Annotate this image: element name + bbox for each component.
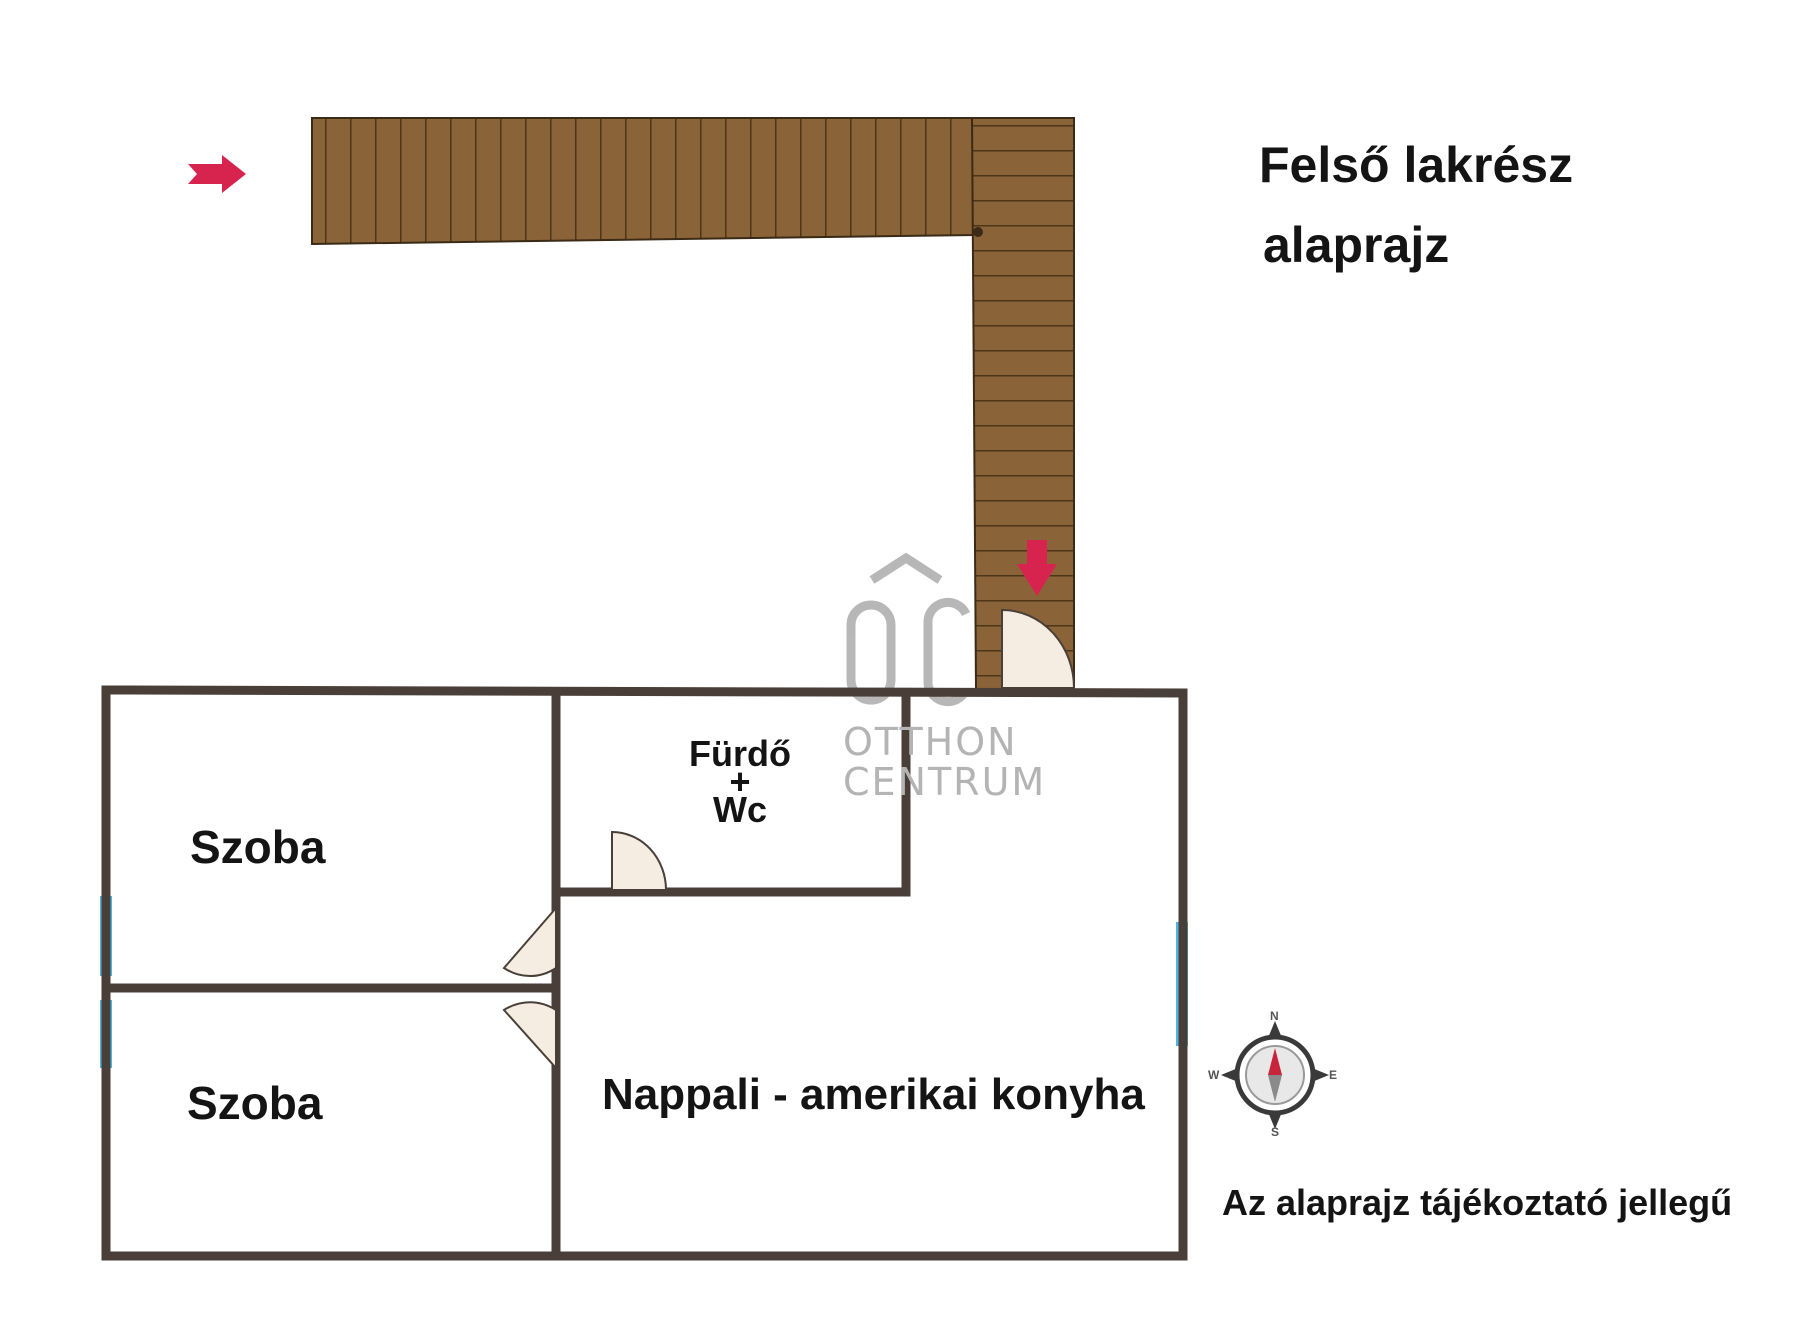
bathroom-label-line2: + <box>729 761 751 802</box>
room-bottom-door <box>502 1001 557 1071</box>
bathroom-door <box>611 830 668 891</box>
watermark-logo-icon <box>846 552 971 707</box>
living-room-label: Nappali - amerikai konyha <box>602 1070 1145 1119</box>
room-label-top: Szoba <box>190 821 326 873</box>
doors <box>502 608 1076 1071</box>
disclaimer-text: Az alaprajz tájékoztató jellegű <box>1222 1182 1733 1223</box>
compass-w: W <box>1208 1068 1220 1082</box>
terrace-deck <box>311 117 1075 691</box>
compass-n: N <box>1270 1009 1279 1023</box>
bathroom-label: Fürdő + Wc <box>670 733 810 830</box>
room-top-door <box>502 905 557 978</box>
walls <box>101 685 1188 1261</box>
room-label-bottom: Szoba <box>187 1077 323 1129</box>
entrance-arrow-horizontal <box>188 155 246 193</box>
bathroom-label-line1: Fürdő <box>689 733 791 774</box>
watermark-text-2: CENTRUM <box>843 760 1047 804</box>
compass-e: E <box>1329 1068 1338 1082</box>
windows <box>100 896 1188 1068</box>
plan-subtitle: alaprajz <box>1263 217 1450 273</box>
bathroom-label-line3: Wc <box>713 789 767 830</box>
watermark-text-1: OTTHON <box>843 720 1018 764</box>
plan-title: Felső lakrész <box>1259 137 1574 193</box>
entrance-door <box>1001 608 1076 689</box>
compass-icon <box>1221 1021 1329 1129</box>
entrance-arrow-down <box>1017 540 1057 596</box>
compass-s: S <box>1271 1125 1280 1139</box>
